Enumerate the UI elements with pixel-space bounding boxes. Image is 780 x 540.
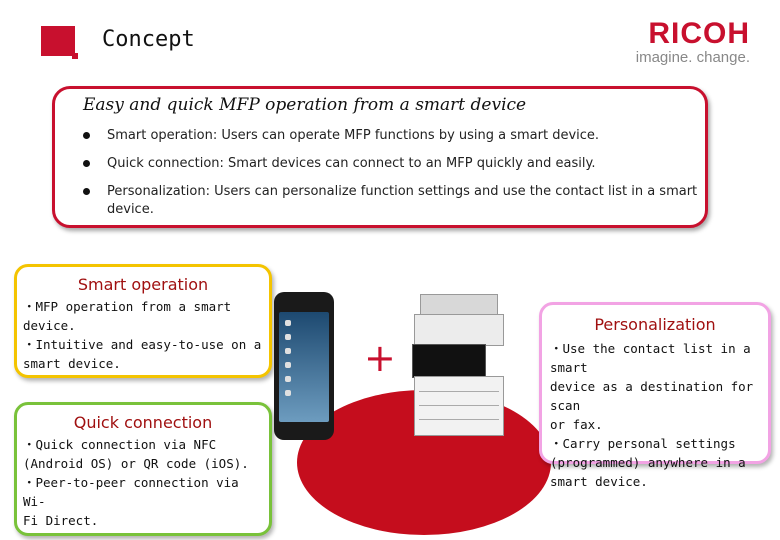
slide-corner-mark	[41, 26, 75, 56]
brand-name: RICOH	[630, 18, 750, 50]
app-icon	[285, 334, 291, 340]
brand-tagline: imagine. change.	[630, 50, 750, 66]
smartphone-screen	[279, 312, 329, 422]
bullet-icon	[83, 188, 90, 195]
bullet-text: Smart operation: Users can operate MFP f…	[107, 128, 599, 143]
quick-connection-box: Quick connection ・Quick connection via N…	[14, 402, 272, 536]
mfp-printer-image	[404, 294, 508, 440]
summary-bullet-quick-connection: Quick connection: Smart devices can conn…	[81, 155, 717, 173]
plus-icon: +	[364, 338, 396, 378]
mfp-scanner	[414, 314, 504, 346]
app-icon	[285, 390, 291, 396]
summary-bullet-smart-operation: Smart operation: Users can operate MFP f…	[81, 127, 717, 145]
smartphone-image	[274, 292, 334, 440]
smart-operation-box: Smart operation ・MFP operation from a sm…	[14, 264, 272, 378]
bullet-text: Quick connection: Smart devices can conn…	[107, 156, 595, 171]
quick-connection-text: ・Quick connection via NFC (Android OS) o…	[23, 435, 263, 530]
page-title: Concept	[102, 27, 195, 52]
summary-heading: Easy and quick MFP operation from a smar…	[83, 95, 526, 115]
personalization-box: Personalization ・Use the contact list in…	[539, 302, 771, 464]
app-icon	[285, 320, 291, 326]
quick-connection-title: Quick connection	[17, 413, 269, 432]
ricoh-logo: RICOH imagine. change.	[630, 18, 750, 66]
app-icon	[285, 362, 291, 368]
smart-operation-title: Smart operation	[17, 275, 269, 294]
bullet-text: Personalization: Users can personalize f…	[107, 184, 697, 217]
bullet-icon	[83, 160, 90, 167]
smart-operation-text: ・MFP operation from a smart device. ・Int…	[23, 297, 263, 373]
app-icon	[285, 376, 291, 382]
app-icon	[285, 348, 291, 354]
personalization-text: ・Use the contact list in a smart device …	[550, 339, 766, 491]
personalization-title: Personalization	[542, 315, 768, 334]
mfp-paper-trays	[414, 376, 504, 436]
summary-bullet-personalization: Personalization: Users can personalize f…	[81, 183, 717, 219]
summary-box: Easy and quick MFP operation from a smar…	[52, 86, 708, 228]
mfp-document-feeder	[420, 294, 498, 316]
mfp-control-panel	[412, 344, 486, 378]
bullet-icon	[83, 132, 90, 139]
